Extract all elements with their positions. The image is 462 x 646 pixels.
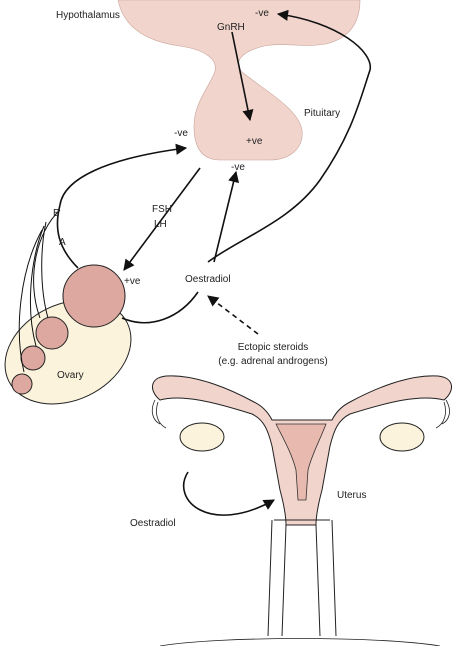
uterus-illustration [151, 375, 452, 646]
oestradiol-uterus-label: Oestradiol [130, 518, 176, 529]
negative-feedback-label-left: -ve [174, 128, 188, 139]
negative-feedback-label-top-right: -ve [255, 8, 269, 19]
follicle-pathways [18, 209, 61, 373]
follicle-smallest [11, 373, 33, 395]
gnrh-label: GnRH [217, 22, 245, 33]
hypothalamus-label: Hypothalamus [56, 10, 120, 21]
hypothalamus-pituitary-shape [117, 0, 361, 161]
positive-feedback-label-ovary: +ve [124, 276, 141, 287]
ovary-label: Ovary [57, 370, 84, 381]
pathway-b-label: B [53, 208, 60, 219]
negative-feedback-arrow-b [59, 143, 188, 206]
pathway-a-label: A [59, 237, 66, 248]
follicle-medium [35, 316, 69, 350]
follicle-large [62, 264, 126, 328]
oestradiol-to-uterus-arrow [182, 471, 275, 516]
pituitary-label: Pituitary [304, 108, 340, 119]
uterus-label: Uterus [337, 490, 366, 501]
oestradiol-to-pituitary-arrow [213, 170, 240, 263]
ovary-to-oestradiol-line [121, 291, 199, 324]
ectopic-steroids-label: Ectopic steroids [238, 342, 309, 353]
oestradiol-to-hypothalamus-arrow [207, 9, 371, 263]
oestradiol-label: Oestradiol [185, 274, 231, 285]
positive-feedback-label-pituitary: +ve [246, 136, 263, 147]
feedback-arrows [56, 9, 371, 516]
ectopic-steroids-example-label: (e.g. adrenal androgens) [218, 356, 328, 367]
ectopic-steroids-arrow [207, 295, 259, 335]
gnrh-arrow [231, 31, 254, 122]
lh-label: LH [154, 219, 167, 230]
fsh-lh-arrow [123, 167, 201, 271]
fsh-label: FSH [152, 204, 172, 215]
negative-feedback-label-center: -ve [231, 162, 245, 173]
follicle-small [20, 345, 46, 371]
